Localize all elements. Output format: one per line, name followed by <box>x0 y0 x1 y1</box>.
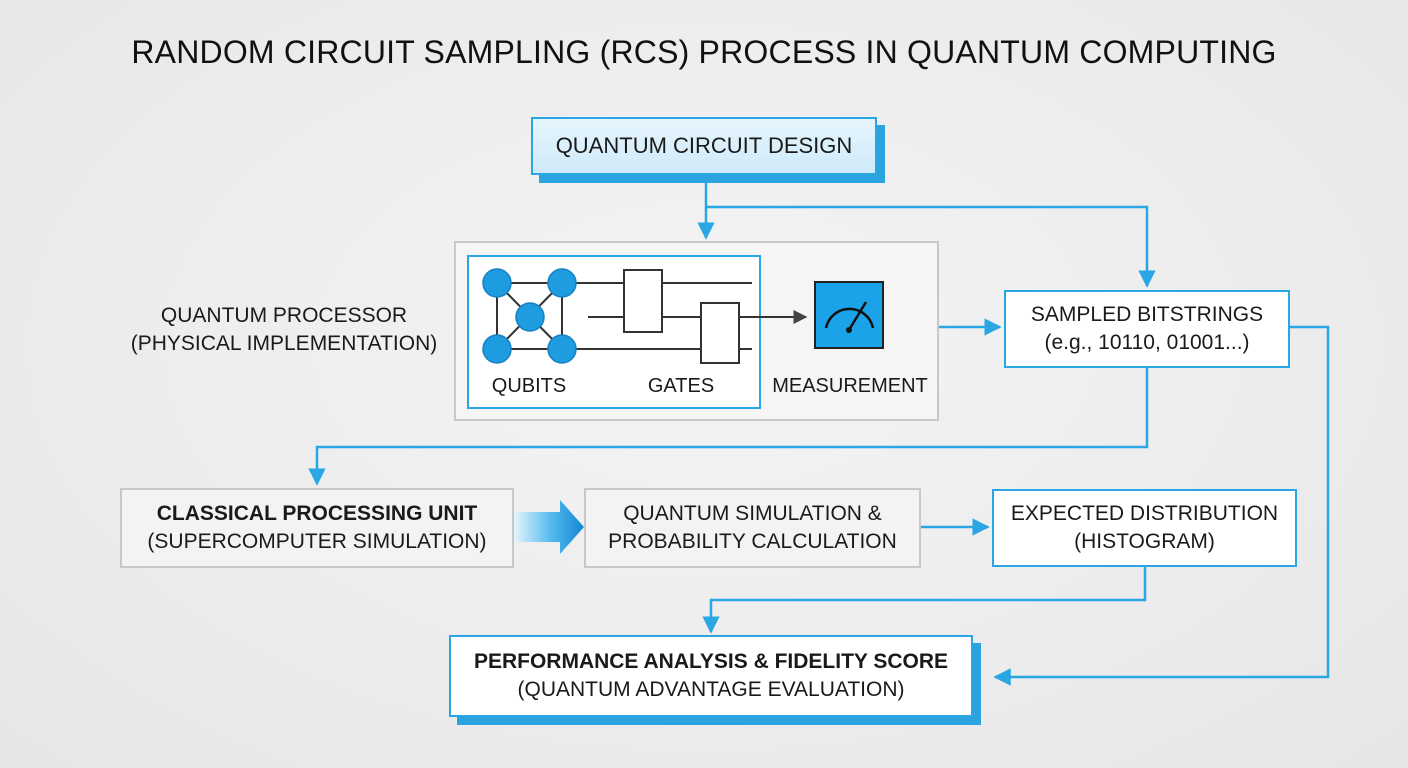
classical-processing-unit-title: CLASSICAL PROCESSING UNIT <box>156 502 478 525</box>
qubit-node-2 <box>547 268 577 298</box>
measurement-label: MEASUREMENT <box>772 375 928 397</box>
quantum-simulation-subtitle: PROBABILITY CALCULATION <box>608 530 897 553</box>
big-arrow-classical-to-simulation <box>514 500 584 554</box>
expected-distribution-box: EXPECTED DISTRIBUTION (HISTOGRAM) <box>992 489 1297 567</box>
performance-analysis-title: PERFORMANCE ANALYSIS & FIDELITY SCORE <box>473 650 949 673</box>
qubit-node-5 <box>547 334 577 364</box>
sampled-bitstrings-title: SAMPLED BITSTRINGS <box>1030 303 1264 326</box>
performance-analysis-box: PERFORMANCE ANALYSIS & FIDELITY SCORE (Q… <box>449 635 973 717</box>
qubit-node-1 <box>482 268 512 298</box>
connector-distribution-to-performance <box>702 567 1147 634</box>
diagram-title: RANDOM CIRCUIT SAMPLING (RCS) PROCESS IN… <box>131 34 1277 70</box>
quantum-simulation-box: QUANTUM SIMULATION & PROBABILITY CALCULA… <box>584 488 921 568</box>
sampled-bitstrings-box: SAMPLED BITSTRINGS (e.g., 10110, 01001..… <box>1004 290 1290 368</box>
gates-label: GATES <box>647 375 715 397</box>
sampled-bitstrings-example: (e.g., 10110, 01001...) <box>1044 331 1250 354</box>
quantum-processor-label: QUANTUM PROCESSOR (PHYSICAL IMPLEMENTATI… <box>96 302 472 358</box>
connector-design-to-bitstrings <box>706 205 1156 288</box>
qubit-node-3 <box>515 302 545 332</box>
qubits-label: QUBITS <box>491 375 567 397</box>
gate-2 <box>700 302 740 364</box>
quantum-circuit-design-box: QUANTUM CIRCUIT DESIGN <box>531 117 877 175</box>
performance-analysis-subtitle: (QUANTUM ADVANTAGE EVALUATION) <box>517 678 905 701</box>
quantum-simulation-title: QUANTUM SIMULATION & <box>623 502 882 525</box>
connector-bitstrings-to-performance <box>993 325 1330 686</box>
gate-1 <box>623 269 663 333</box>
classical-processing-unit-box: CLASSICAL PROCESSING UNIT (SUPERCOMPUTER… <box>120 488 514 568</box>
connector-bitstrings-to-classical <box>308 368 1149 486</box>
expected-distribution-title: EXPECTED DISTRIBUTION <box>1010 502 1279 525</box>
quantum-processor-subtitle: (PHYSICAL IMPLEMENTATION) <box>130 332 438 355</box>
quantum-processor-title: QUANTUM PROCESSOR <box>160 304 408 327</box>
expected-distribution-subtitle: (HISTOGRAM) <box>1074 530 1215 553</box>
quantum-circuit-design-label: QUANTUM CIRCUIT DESIGN <box>555 133 853 158</box>
classical-processing-unit-subtitle: (SUPERCOMPUTER SIMULATION) <box>147 530 487 553</box>
qubit-node-4 <box>482 334 512 364</box>
meter-icon <box>814 281 884 349</box>
